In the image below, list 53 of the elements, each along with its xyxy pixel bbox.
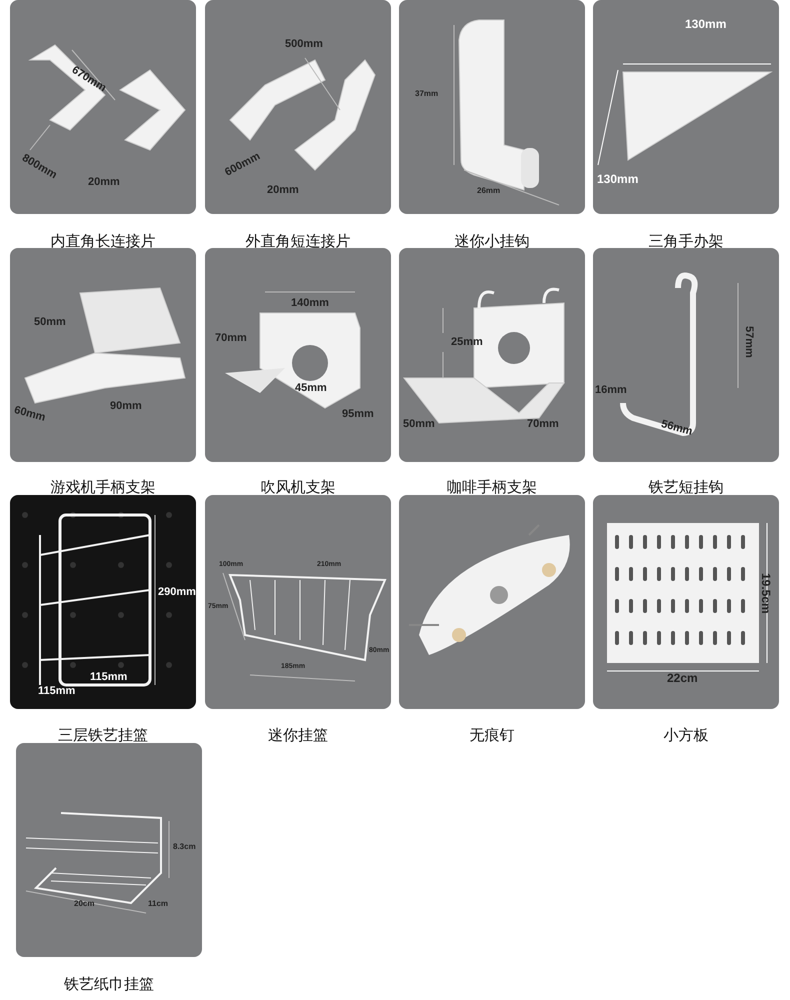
product-tile [593, 248, 779, 462]
product-caption: 外直角短连接片 [244, 232, 352, 251]
product-caption: 三层铁艺挂篮 [57, 726, 149, 745]
product-tile [10, 248, 196, 462]
product-tile [205, 0, 391, 214]
dimension-label: 60mm [12, 404, 47, 424]
product-caption: 小方板 [662, 726, 710, 745]
product-caption: 内直角长连接片 [50, 232, 156, 251]
product-caption: 三角手办架 [648, 232, 724, 251]
dimension-label: 500mm [285, 38, 323, 50]
product-caption: 铁艺纸巾挂篮 [63, 975, 155, 994]
product-caption: 铁艺短挂钩 [648, 478, 724, 497]
dimension-label: 130mm [597, 172, 638, 186]
product-tile [399, 495, 585, 709]
product-caption: 无痕钉 [468, 726, 516, 745]
product-tile [205, 495, 391, 709]
product-tile [205, 248, 391, 462]
product-tile [10, 495, 196, 709]
dimension-label: 57mm [743, 326, 755, 358]
product-tile [593, 0, 779, 214]
product-caption: 游戏机手柄支架 [50, 478, 156, 497]
dimension-label: 20mm [267, 184, 299, 196]
dimension-label: 26mm [477, 186, 500, 195]
dimension-label: 8.3cm [173, 842, 196, 851]
dimension-label: 115mm [90, 671, 128, 683]
dimension-label: 50mm [34, 316, 66, 328]
product-caption: 迷你小挂钩 [454, 232, 530, 251]
dimension-label: 115mm [38, 685, 76, 697]
dimension-label: 140mm [291, 297, 329, 309]
dimension-label: 290mm [158, 586, 196, 598]
dimension-label: 90mm [110, 400, 142, 412]
product-caption: 迷你挂篮 [267, 726, 329, 745]
dimension-label: 70mm [527, 418, 559, 430]
dimension-label: 11cm [148, 899, 168, 908]
product-tile [593, 495, 779, 709]
dimension-label: 19.5cm [759, 573, 773, 614]
dimension-label: 130mm [685, 17, 726, 31]
dimension-label: 45mm [295, 382, 327, 394]
dimension-label: 20cm [74, 899, 94, 908]
dimension-label: 37mm [415, 89, 438, 98]
dimension-label: 50mm [403, 418, 435, 430]
product-tile [10, 0, 196, 214]
dimension-label: 56mm [660, 418, 694, 438]
product-tile [16, 743, 202, 957]
dimension-label: 95mm [342, 408, 374, 420]
product-tile [399, 248, 585, 462]
dimension-label: 22cm [667, 671, 698, 685]
dimension-label: 20mm [88, 176, 120, 188]
product-tile [399, 0, 585, 214]
dimension-label: 70mm [215, 332, 247, 344]
dimension-label: 16mm [595, 384, 627, 396]
product-caption: 吹风机支架 [260, 478, 336, 497]
product-caption: 咖啡手柄支架 [446, 478, 538, 497]
